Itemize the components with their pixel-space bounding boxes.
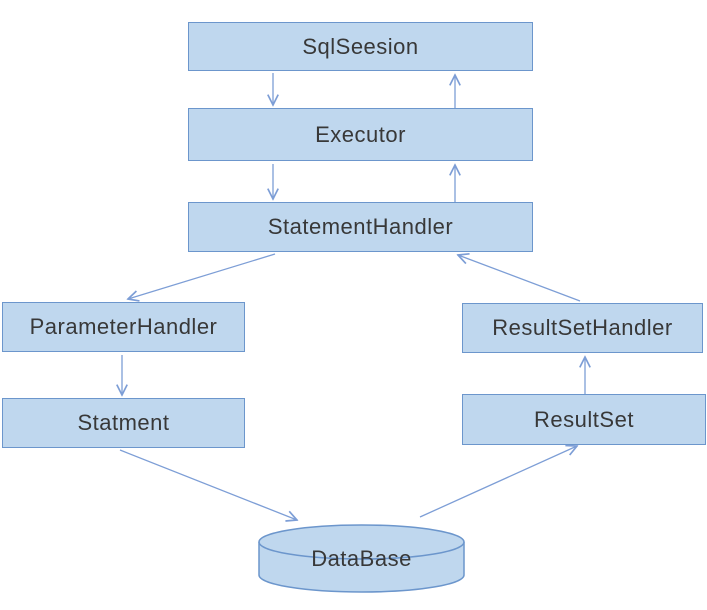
node-parameter-handler: ParameterHandler: [2, 302, 245, 352]
node-statement-handler: StatementHandler: [188, 202, 533, 252]
node-statement-handler-label: StatementHandler: [267, 214, 454, 239]
node-resultset-handler: ResultSetHandler: [462, 303, 703, 353]
edge-statment-database: [119, 449, 297, 520]
edge-statementhandler-parameterhandler: [128, 253, 276, 299]
node-database-shape: [258, 524, 465, 593]
edge-resultsethandler-statementhandler: [458, 255, 581, 302]
node-executor-label: Executor: [315, 121, 406, 147]
node-resultset-label: ResultSet: [534, 406, 634, 432]
node-executor: Executor: [188, 108, 533, 161]
node-resultset: ResultSet: [462, 394, 706, 445]
node-statment: Statment: [2, 398, 245, 448]
node-sqlsession: SqlSeesion: [188, 22, 533, 71]
node-sqlsession-label: SqlSeesion: [302, 33, 419, 59]
cylinder-top: [258, 524, 465, 560]
node-parameter-handler-label: ParameterHandler: [29, 314, 218, 339]
node-statment-label: Statment: [77, 410, 170, 435]
edge-database-resultset: [419, 446, 577, 518]
node-database-label: DataBase: [311, 546, 412, 571]
node-resultset-handler-label: ResultSetHandler: [492, 315, 673, 340]
